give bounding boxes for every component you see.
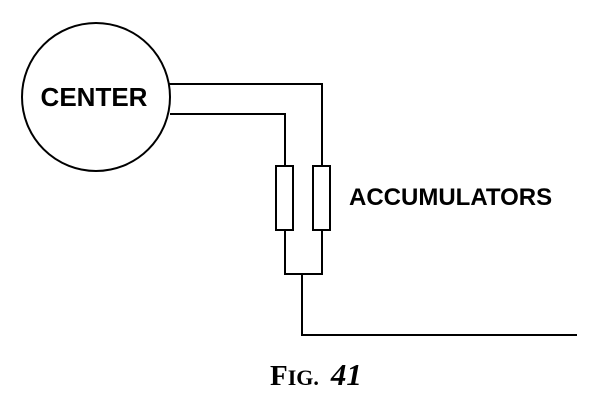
accumulators-label: ACCUMULATORS: [349, 184, 552, 211]
outer-wire: [169, 83, 323, 166]
accumulator-left: [275, 165, 294, 231]
center-label: CENTER: [41, 82, 148, 112]
figure-caption: FIG. 41: [270, 357, 362, 392]
output-line: [301, 274, 577, 336]
inner-wire: [170, 113, 286, 166]
lower-connection: [284, 230, 323, 275]
caption-number: 41: [330, 357, 362, 392]
center-node: [21, 22, 171, 172]
caption-prefix-small: IG.: [288, 365, 319, 390]
caption-prefix-cap: F: [270, 360, 288, 392]
accumulator-right: [312, 165, 331, 231]
